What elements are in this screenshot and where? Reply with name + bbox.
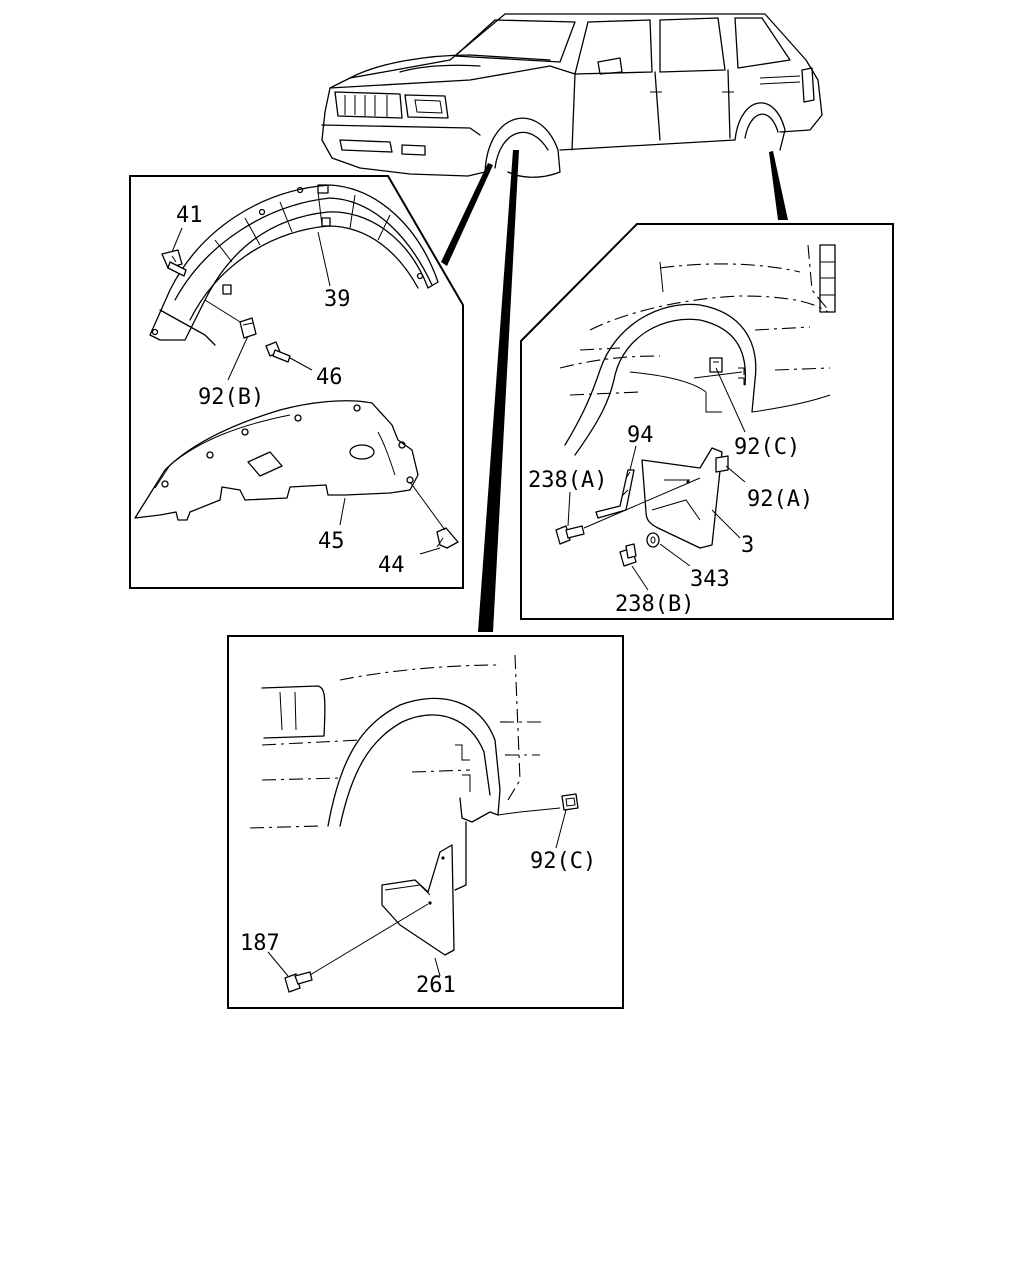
callout-238a: 238(A) xyxy=(528,468,607,493)
leader-187 xyxy=(309,903,429,976)
leader-187-b xyxy=(267,951,289,977)
callout-45: 45 xyxy=(318,529,345,554)
leader-92c-rear-b xyxy=(693,371,743,379)
front-mudflap-panel: 92(C) 187 261 xyxy=(227,635,624,1009)
clip-92b-icon xyxy=(239,317,257,339)
leader-46 xyxy=(289,357,313,371)
callout-92b: 92(B) xyxy=(198,385,264,410)
leader-3 xyxy=(711,509,741,539)
fender-liner-39 xyxy=(149,184,439,346)
front-body-context xyxy=(249,654,561,891)
leader-261 xyxy=(434,957,441,977)
inner-liner-panel: 41 39 46 92(B) 45 44 xyxy=(129,175,464,589)
splash-panel-45 xyxy=(134,400,419,521)
mudflap-261 xyxy=(381,844,455,956)
clip-92c-rear-icon xyxy=(709,357,723,373)
washer-343-icon xyxy=(646,532,660,548)
clip-92c-front-icon xyxy=(561,793,579,811)
callout-41: 41 xyxy=(176,203,203,228)
rear-body-context xyxy=(559,244,836,456)
leader-238a-b xyxy=(567,491,571,527)
callout-343: 343 xyxy=(690,567,730,592)
leader-44 xyxy=(409,481,446,531)
pointer-wedges xyxy=(441,150,788,632)
rear-mudflap-panel: 94 238(A) 92(C) 92(A) 3 343 238(B) xyxy=(520,223,894,620)
leader-92b xyxy=(227,335,249,381)
vehicle-illustration xyxy=(321,13,823,178)
leader-238a xyxy=(583,477,701,529)
mudflap-3 xyxy=(641,447,723,549)
callout-39: 39 xyxy=(324,287,351,312)
leader-39 xyxy=(317,231,331,287)
bolt-238b-icon xyxy=(619,543,637,567)
bolt-41-icon xyxy=(161,249,187,277)
bolt-187-icon xyxy=(284,971,313,993)
leader-343 xyxy=(659,543,691,567)
callout-92a: 92(A) xyxy=(747,487,813,512)
callout-44: 44 xyxy=(378,553,405,578)
leader-44b xyxy=(419,547,441,555)
callout-3: 3 xyxy=(741,533,754,558)
clip-92a-icon xyxy=(715,455,729,473)
callout-92c-front: 92(C) xyxy=(530,849,596,874)
callout-238b: 238(B) xyxy=(615,592,694,617)
leader-45 xyxy=(339,497,346,526)
leader-92c-rear xyxy=(715,367,746,433)
callout-92c-rear: 92(C) xyxy=(734,435,800,460)
callout-46: 46 xyxy=(316,365,343,390)
bracket-94 xyxy=(595,469,635,519)
callout-261: 261 xyxy=(416,973,456,998)
leader-94 xyxy=(629,445,637,471)
leader-92c-front xyxy=(555,809,567,849)
bolt-46-icon xyxy=(265,341,291,363)
callout-187: 187 xyxy=(240,931,280,956)
leader-41 xyxy=(171,227,183,253)
callout-94: 94 xyxy=(627,423,654,448)
leader-92a xyxy=(725,465,746,483)
bolt-238a-icon xyxy=(555,525,585,545)
leader-238b xyxy=(631,565,649,591)
